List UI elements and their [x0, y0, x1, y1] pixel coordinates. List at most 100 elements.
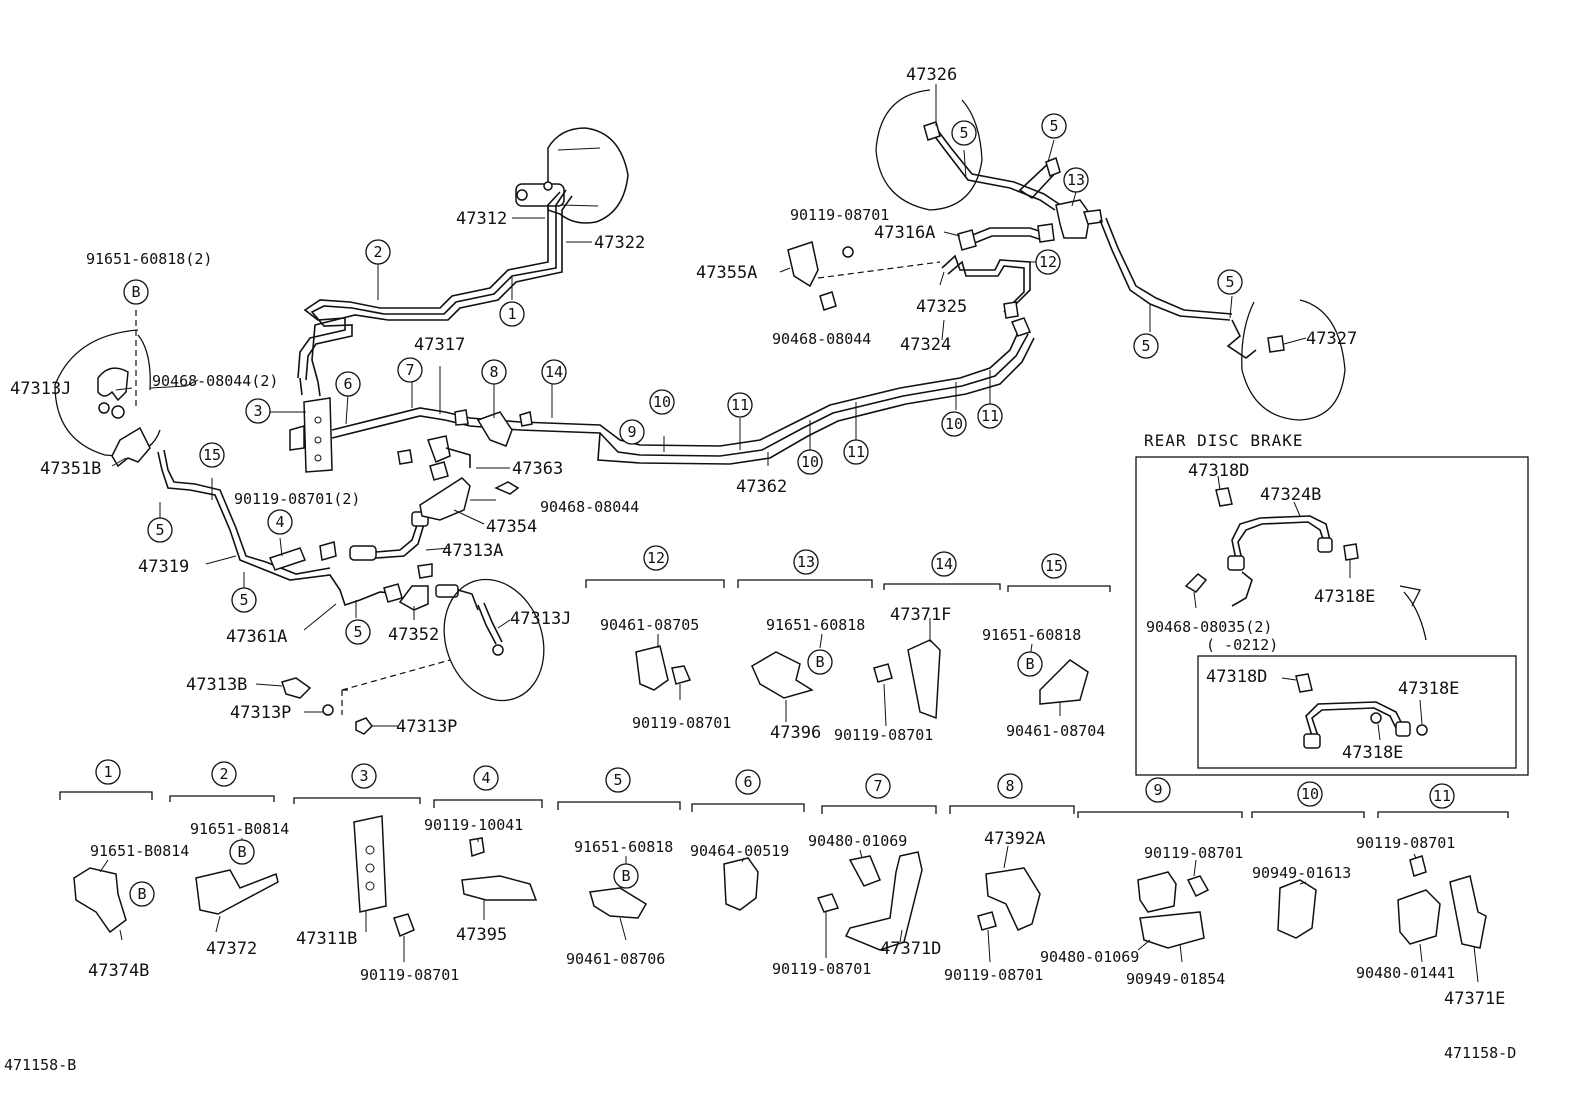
svg-text:13: 13: [1067, 171, 1085, 189]
g15-label-a: 91651-60818: [982, 626, 1081, 644]
g15-label-b: 90461-08704: [1006, 722, 1105, 740]
callout-5-group: 5: [605, 767, 631, 793]
svg-text:14: 14: [545, 363, 563, 381]
svg-text:9: 9: [1153, 781, 1162, 799]
front-brake-tube-assembly: [297, 189, 573, 397]
label-90119-08701-2: 90119-08701(2): [234, 490, 360, 508]
label-47318D-b: 47318D: [1206, 667, 1267, 687]
svg-text:14: 14: [935, 555, 953, 573]
g3-label-a: 47311B: [296, 929, 357, 949]
callout-1-group: 1: [95, 759, 121, 785]
svg-text:B: B: [1025, 655, 1034, 673]
g13-label-b: 47396: [770, 723, 821, 743]
callout-9-main: 9: [619, 419, 645, 445]
callout-2-main: 2: [365, 239, 391, 265]
g9-label-a: 90119-08701: [1144, 844, 1243, 862]
g7-label-b: 90119-08701: [772, 960, 871, 978]
label-47317: 47317: [414, 335, 465, 355]
b-markers: B B B B B B: [123, 279, 1043, 907]
label-47319: 47319: [138, 557, 189, 577]
svg-text:B: B: [621, 867, 630, 885]
callout-15-main: 15: [199, 442, 225, 468]
b-marker-g2: B: [229, 839, 255, 865]
main-horizontal-tubes: [331, 317, 1035, 465]
svg-text:9: 9: [627, 423, 636, 441]
g12-label-b: 90119-08701: [632, 714, 731, 732]
svg-text:5: 5: [1225, 273, 1234, 291]
svg-text:1: 1: [507, 305, 516, 323]
svg-text:11: 11: [1433, 787, 1451, 805]
label-91651-60818-2: 91651-60818(2): [86, 250, 212, 268]
label-47322: 47322: [594, 233, 645, 253]
label-90468-08044-2: 90468-08044(2): [152, 372, 278, 390]
g9-label-b: 90480-01069: [1040, 948, 1139, 966]
rear-disc-brake-title: REAR DISC BRAKE: [1144, 431, 1304, 450]
svg-text:3: 3: [359, 767, 368, 785]
callout-7-group: 7: [865, 773, 891, 799]
callout-8-main: 8: [481, 359, 507, 385]
callout-10-main-a: 10: [649, 389, 675, 415]
hose-47313A-drawing: [349, 511, 429, 561]
g8-label-b: 90119-08701: [944, 966, 1043, 984]
label-47318E-b: 47318E: [1398, 679, 1459, 699]
label-47327: 47327: [1306, 329, 1357, 349]
svg-text:B: B: [815, 653, 824, 671]
g4-label-a: 90119-10041: [424, 816, 523, 834]
callout-11-main-c: 11: [977, 403, 1003, 429]
label-47361A: 47361A: [226, 627, 287, 647]
g2-label-b: 47372: [206, 939, 257, 959]
svg-text:B: B: [237, 843, 246, 861]
rear-right-lines: [1099, 217, 1233, 321]
svg-text:15: 15: [1045, 557, 1063, 575]
callout-6-group: 6: [735, 769, 761, 795]
svg-text:11: 11: [981, 407, 999, 425]
svg-text:B: B: [137, 885, 146, 903]
svg-text:12: 12: [647, 549, 665, 567]
rear-left-drum-drawing: [875, 89, 1061, 211]
label-47318D-a: 47318D: [1188, 461, 1249, 481]
rear-disc-brake-labels: REAR DISC BRAKE 47318D 47324B 47318E 904…: [1144, 431, 1459, 763]
g14-label-a: 47371F: [890, 605, 951, 625]
label-47313B: 47313B: [186, 675, 247, 695]
label-47352: 47352: [388, 625, 439, 645]
svg-text:13: 13: [797, 553, 815, 571]
callout-3-main: 3: [245, 398, 271, 424]
g9-label-c: 90949-01854: [1126, 970, 1225, 988]
svg-text:5: 5: [959, 124, 968, 142]
footer-right-code: 471158-D: [1444, 1044, 1516, 1062]
callout-14-group: 14: [931, 551, 957, 577]
callout-8-group: 8: [997, 773, 1023, 799]
dashed-leader-47313: [341, 659, 451, 715]
b-marker-g15: B: [1017, 651, 1043, 677]
middle-group-labels: 90461-08705 90119-08701 91651-60818 4739…: [600, 605, 1105, 744]
callout-13-group: 13: [793, 549, 819, 575]
callout-5-main-f: 5: [1217, 269, 1243, 295]
svg-text:10: 10: [801, 453, 819, 471]
callout-6-main: 6: [335, 371, 361, 397]
callout-1-main: 1: [499, 301, 525, 327]
label-47326: 47326: [906, 65, 957, 85]
g7-label-a: 90480-01069: [808, 832, 907, 850]
rear-right-drum-drawing: [1226, 299, 1346, 421]
g10-label-a: 90949-01613: [1252, 864, 1351, 882]
svg-text:5: 5: [353, 623, 362, 641]
b-marker-g13: B: [807, 649, 833, 675]
svg-text:2: 2: [219, 765, 228, 783]
footer-codes: 471158-B 471158-D: [4, 1044, 1516, 1074]
bracket-47354-drawing: [397, 435, 520, 521]
label-47324B: 47324B: [1260, 485, 1321, 505]
callout-15-group: 15: [1041, 553, 1067, 579]
b-marker-left: B: [123, 279, 149, 305]
svg-text:4: 4: [481, 769, 490, 787]
svg-text:8: 8: [1005, 777, 1014, 795]
callout-12-group: 12: [643, 545, 669, 571]
svg-text:10: 10: [1301, 785, 1319, 803]
g11-label-a: 90119-08701: [1356, 834, 1455, 852]
label-47324: 47324: [900, 335, 951, 355]
label-47318E-a: 47318E: [1314, 587, 1375, 607]
label-47313A: 47313A: [442, 541, 503, 561]
svg-text:8: 8: [489, 363, 498, 381]
label-47313P-a: 47313P: [230, 703, 291, 723]
g4-label-b: 47395: [456, 925, 507, 945]
svg-text:4: 4: [275, 513, 284, 531]
